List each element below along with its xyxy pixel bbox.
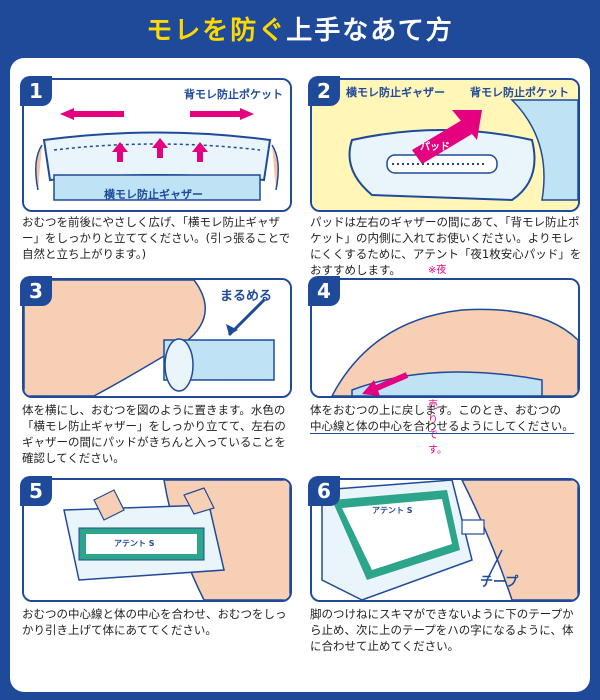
roll-label: まるめる [220, 289, 273, 304]
diaper-spread-illustration [24, 80, 290, 210]
side-position-illustration [24, 280, 290, 396]
step-6-illustration: アテント S テープ [310, 478, 580, 602]
step-3-text: 体を横にし、おむつを図のように置きます。水色の「横モレ防止ギャザー」をしっかり立… [22, 403, 286, 465]
instruction-sheet: 背モレ防止ポケット 横モレ防止ギャザー 1 おむつを前後にやさしく広げ、「横モレ… [10, 58, 590, 692]
step-2-number: 2 [308, 76, 340, 106]
back-on-diaper-illustration [312, 280, 578, 396]
brand-label-5: アテント S [114, 539, 155, 548]
tape-fastening-illustration [312, 480, 578, 600]
step-5-text: おむつの中心線と体の中心を合わせ、おむつをしっかり引き上げて体にあててください。 [22, 607, 287, 637]
step-1-number: 1 [20, 76, 52, 106]
step-4-text: 体をおむつの上に戻します。このとき、おむつの中心線と体の中心を合わせるようにして… [310, 403, 574, 434]
align-center-illustration [24, 480, 290, 600]
back-pocket-label: 背モレ防止ポケット [184, 88, 283, 101]
step-2-text: パッドは左右のギャザーの間にあて、「背モレ防止ポケット」の内側に入れてお使いくだ… [310, 215, 582, 277]
side-gather-label-2: 横モレ防止ギャザー [346, 86, 445, 99]
step-6-text: 脚のつけねにスキマができないように下のテープから止め、次に上のテープをハの字にな… [310, 607, 574, 653]
step-2-illustration: 横モレ防止ギャザー 背モレ防止ポケット パッド [310, 78, 580, 212]
step-5-number: 5 [20, 476, 52, 506]
step-6-number: 6 [308, 476, 340, 506]
page-title: モレを防ぐ上手なあて方 [146, 15, 454, 46]
step-4-illustration [310, 278, 580, 398]
step-1-text: おむつを前後にやさしく広げ、「横モレ防止ギャザー」をしっかりと立ててください。(… [22, 215, 291, 261]
title-bar: モレを防ぐ上手なあて方 [0, 0, 600, 56]
tape-label: テープ [480, 575, 519, 590]
step-3-illustration: まるめる [22, 278, 292, 398]
step-1-illustration: 背モレ防止ポケット 横モレ防止ギャザー [22, 78, 292, 212]
step-3-number: 3 [20, 276, 52, 306]
pad-insert-illustration [312, 80, 578, 210]
brand-label-6: アテント S [372, 506, 413, 515]
pad-label: パッド [420, 142, 450, 153]
back-pocket-label-2: 背モレ防止ポケット [470, 86, 569, 99]
side-gather-label: 横モレ防止ギャザー [104, 188, 203, 201]
step-5-illustration: アテント S [22, 478, 292, 602]
step-4-number: 4 [308, 276, 340, 306]
